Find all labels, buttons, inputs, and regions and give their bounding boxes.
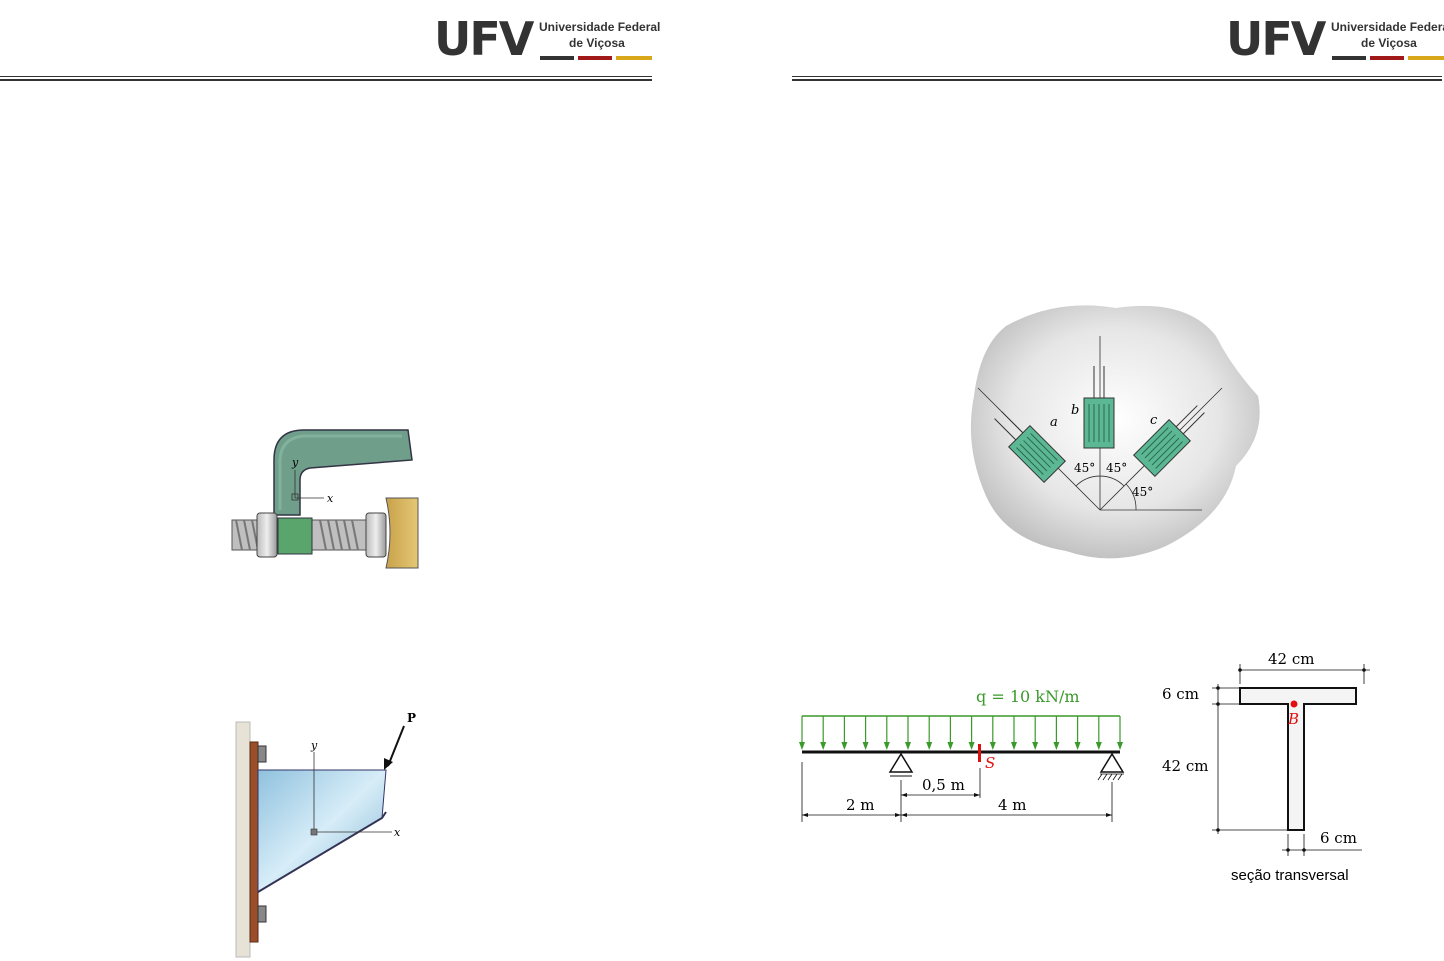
header-rule [0, 76, 652, 77]
clamp-x-axis-label: x [327, 492, 334, 505]
point-b-marker [1291, 701, 1298, 708]
left-page: UFV Universidade Federal de Viçosa [0, 0, 660, 961]
angle-label-3: 45° [1132, 485, 1153, 499]
point-b-label: B [1287, 710, 1299, 728]
load-arrow-head [990, 742, 996, 750]
gauge-c-label: c [1150, 413, 1158, 428]
ufv-logo: UFV [434, 16, 532, 62]
institution-name-line2: de Viçosa [569, 36, 625, 50]
load-arrow-head [1075, 742, 1081, 750]
load-arrow-head [799, 742, 805, 750]
institution-name-line2: de Viçosa [1361, 36, 1417, 50]
bracket-x-axis-label: x [394, 826, 401, 839]
page-header: UFV Universidade Federal de Viçosa [792, 0, 1444, 82]
load-arrow-head [1032, 742, 1038, 750]
beam-figure: q = 10 kN/m S 2 m 0,5 m 4 m [798, 682, 1130, 830]
gauge-a-label: a [1050, 415, 1058, 430]
flange-thickness-label: 6 cm [1162, 685, 1199, 703]
load-arrow-head [1053, 742, 1059, 750]
pin-support-right [1101, 754, 1123, 772]
dimension-0-5m: 0,5 m [922, 776, 965, 794]
flange-width-label: 42 cm [1268, 650, 1314, 668]
strain-rosette-figure: a b c 45° 45° 45° [966, 296, 1268, 568]
load-arrow-head [841, 742, 847, 750]
section-marker [978, 744, 981, 762]
load-arrow-head [1117, 742, 1123, 750]
cross-section-caption: seção transversal [1231, 867, 1349, 884]
dimension-2m: 2 m [846, 796, 875, 814]
load-arrow-head [820, 742, 826, 750]
institution-name-line1: Universidade Federal [539, 20, 660, 34]
ufv-logo: UFV [1226, 16, 1324, 62]
load-arrow-head [926, 742, 932, 750]
bracket-load-label: P [407, 712, 416, 725]
logo-bar-red [1370, 56, 1404, 60]
page-header: UFV Universidade Federal de Viçosa [0, 0, 660, 82]
bracket-figure: P y x [232, 712, 432, 961]
logo-bar-gold [1408, 56, 1444, 60]
load-arrow-head [1096, 742, 1102, 750]
distributed-load-label: q = 10 kN/m [976, 687, 1080, 706]
load-arrow-head [863, 742, 869, 750]
clamp-figure: y x [222, 420, 422, 570]
load-arrow-head [905, 742, 911, 750]
section-label: S [985, 754, 995, 772]
dimension-4m: 4 m [998, 796, 1027, 814]
angle-label-1: 45° [1074, 461, 1095, 475]
web-thickness-label: 6 cm [1320, 829, 1357, 847]
t-section-figure: 42 cm B 6 cm 42 cm 6 cm seção transversa… [1162, 644, 1382, 888]
gauge-b-label: b [1071, 403, 1079, 418]
header-rule [792, 76, 1442, 77]
right-page: UFV Universidade Federal de Viçosa [792, 0, 1444, 961]
load-arrow-head [969, 742, 975, 750]
bracket-y-axis-label: y [310, 739, 318, 752]
load-arrow-head [947, 742, 953, 750]
logo-bar-gold [616, 56, 652, 60]
logo-bar-dark [540, 56, 574, 60]
institution-name-line1: Universidade Federal [1331, 20, 1444, 34]
web-height-label: 42 cm [1162, 757, 1208, 775]
angle-label-2: 45° [1106, 461, 1127, 475]
distributed-load-arrows [799, 716, 1123, 750]
load-arrow-head [1011, 742, 1017, 750]
clamp-y-axis-label: y [291, 456, 299, 469]
header-rule-thick [0, 79, 652, 81]
logo-bar-red [578, 56, 612, 60]
pin-support-left [890, 754, 912, 772]
load-arrow-head [884, 742, 890, 750]
logo-bar-dark [1332, 56, 1366, 60]
header-rule-thick [792, 79, 1442, 81]
